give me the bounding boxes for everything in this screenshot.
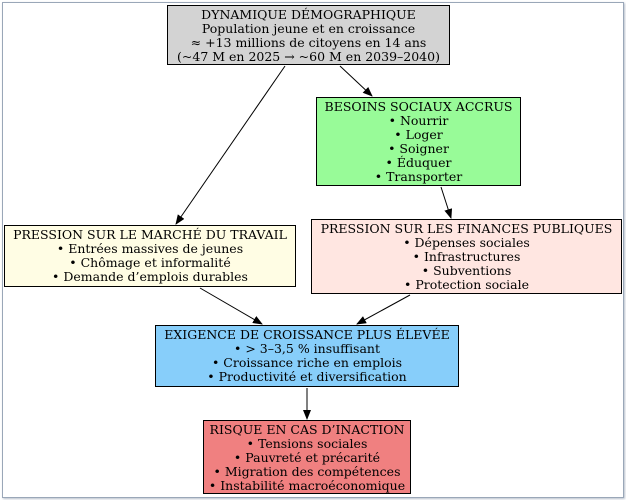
node-line: • Tensions sociales — [246, 436, 368, 451]
node-line: • Subventions — [421, 263, 512, 278]
node-line: • Migration des compétences — [213, 464, 401, 479]
node-line: Population jeune et en croissance — [201, 21, 416, 36]
node-line: • Dépenses sociales — [403, 235, 530, 250]
node-line: • Entrées massives de jeunes — [56, 241, 244, 256]
node-line: • Chômage et informalité — [69, 255, 231, 270]
node-line: • > 3–3,5 % insuffisant — [233, 341, 381, 356]
node-line: • Pauvreté et précarité — [233, 450, 381, 465]
node-public-finance-pressure: PRESSION SUR LES FINANCES PUBLIQUES • Dé… — [311, 219, 622, 294]
node-line: • Loger — [394, 127, 443, 142]
node-title: PRESSION SUR LES FINANCES PUBLIQUES — [320, 221, 613, 236]
node-line: ≈ +13 millions de citoyens en 14 ans — [190, 35, 427, 50]
node-higher-growth-requirement: EXIGENCE DE CROISSANCE PLUS ÉLEVÉE • > 3… — [155, 325, 459, 387]
node-line: • Éduquer — [385, 155, 452, 170]
node-line: • Instabilité macroéconomique — [208, 478, 406, 493]
node-line: • Nourrir — [388, 113, 449, 128]
node-line: • Croissance riche en emplois — [211, 355, 403, 370]
node-title: BESOINS SOCIAUX ACCRUS — [324, 99, 513, 114]
node-risk-of-inaction: RISQUE EN CAS D’INACTION • Tensions soci… — [203, 420, 411, 494]
node-line: • Productivité et diversification — [207, 369, 407, 384]
node-labor-market-pressure: PRESSION SUR LE MARCHÉ DU TRAVAIL • Entr… — [4, 225, 296, 287]
node-line: • Transporter — [374, 169, 463, 184]
node-title: PRESSION SUR LE MARCHÉ DU TRAVAIL — [13, 227, 287, 242]
node-title: RISQUE EN CAS D’INACTION — [209, 422, 405, 437]
node-line: (~47 M en 2025 → ~60 M en 2039–2040) — [177, 49, 440, 64]
node-social-needs: BESOINS SOCIAUX ACCRUS • Nourrir • Loger… — [316, 97, 521, 186]
node-line: • Protection sociale — [403, 277, 530, 292]
node-line: • Soigner — [388, 141, 449, 156]
node-demographic-dynamics: DYNAMIQUE DÉMOGRAPHIQUE Population jeune… — [167, 5, 450, 65]
node-line: • Infrastructures — [412, 249, 521, 264]
node-title: DYNAMIQUE DÉMOGRAPHIQUE — [201, 7, 416, 22]
node-line: • Demande d’emplois durables — [52, 269, 248, 284]
node-title: EXIGENCE DE CROISSANCE PLUS ÉLEVÉE — [164, 327, 450, 342]
